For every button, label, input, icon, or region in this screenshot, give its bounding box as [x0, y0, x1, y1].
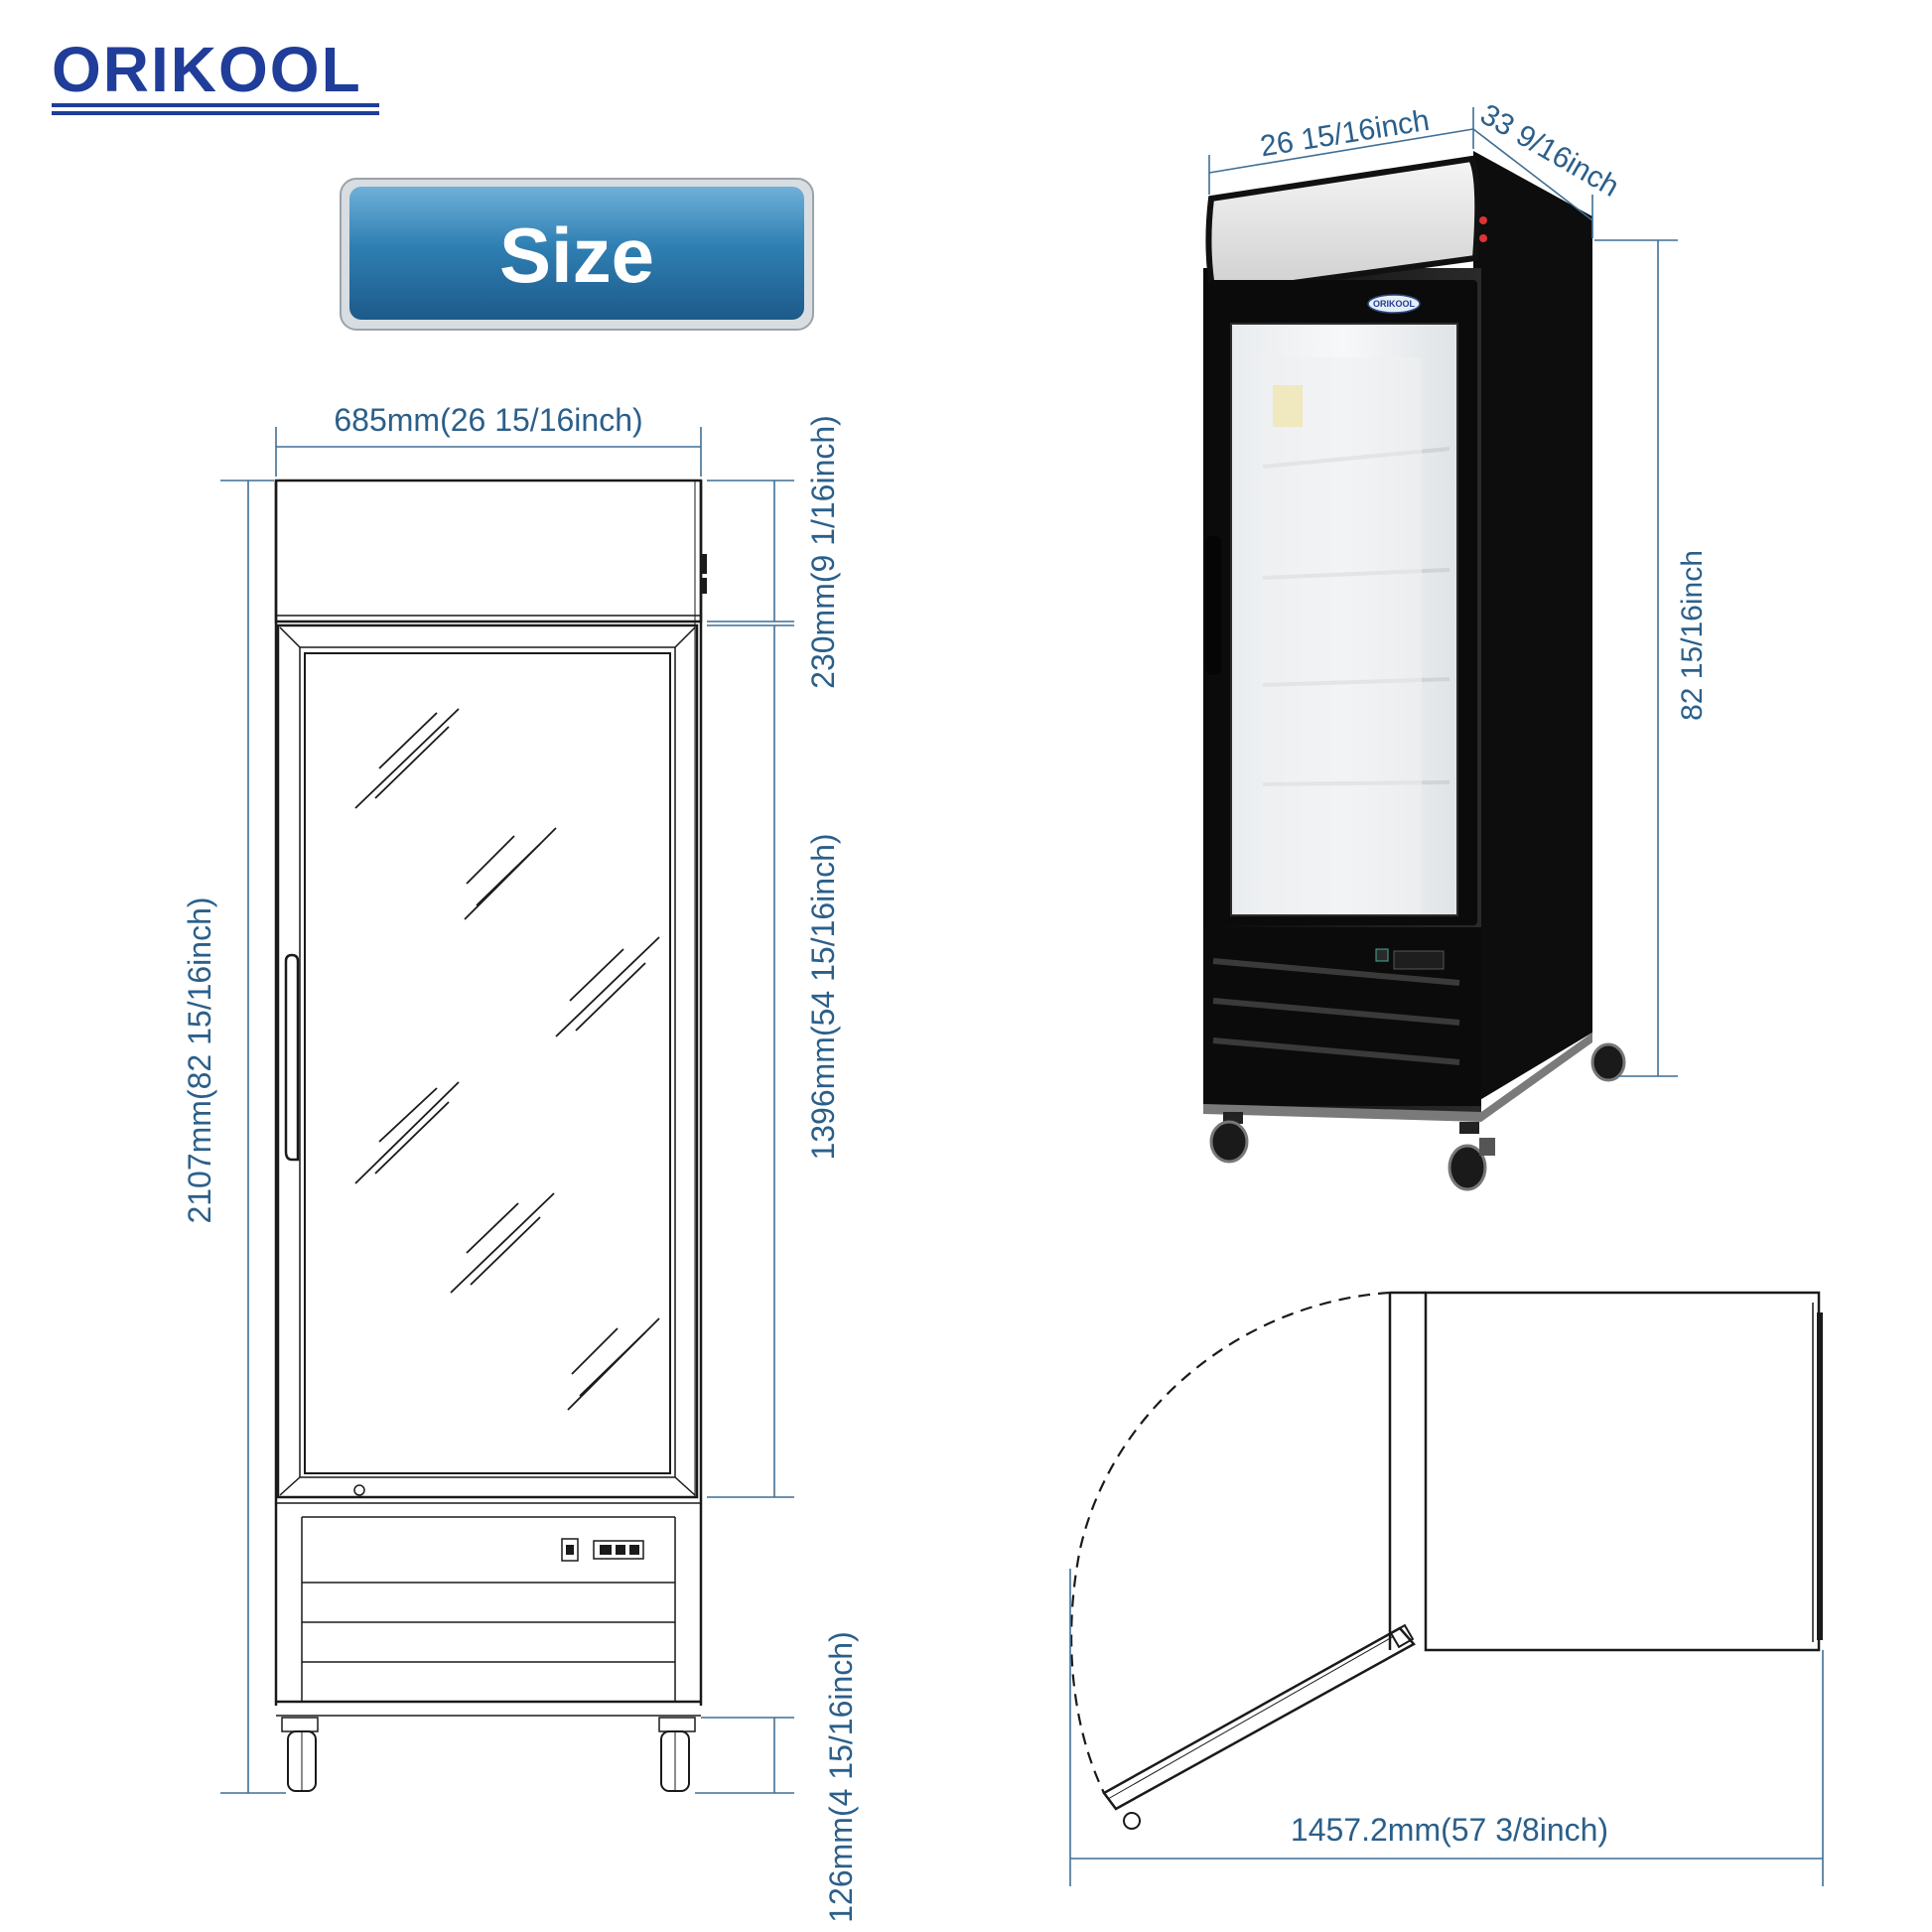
top-view-open-door: [1102, 1626, 1416, 1811]
door-swing-arc: [1070, 1291, 1391, 1794]
top-view-cabinet: [1424, 1291, 1821, 1652]
sign-box: [274, 479, 703, 623]
front-view-drawing: [274, 479, 707, 1792]
top-view-back-strip: [1817, 1312, 1823, 1640]
size-badge: Size: [340, 178, 814, 331]
top-view-handle-knob: [1123, 1812, 1141, 1830]
door-frame-bevel: [279, 626, 696, 1496]
door-logo-text: ORIKOOL: [1373, 299, 1416, 309]
caster-label: 126mm(4 15/16inch): [823, 1631, 859, 1922]
side-hinge-mid: [701, 578, 707, 594]
brand-logo-text: ORIKOOL: [52, 34, 362, 105]
interior-back-wall: [1263, 357, 1422, 913]
product-photo: ORIKOOL: [1203, 151, 1626, 1191]
photo-height-label: 82 15/16inch: [1676, 550, 1709, 721]
interior-label-sticker: [1273, 385, 1303, 427]
size-badge-fill: [349, 187, 804, 320]
top-view-hinge: [1389, 1623, 1415, 1649]
top-view-open-door-inner: [1107, 1635, 1395, 1800]
photo-caster-front-left: [1209, 1112, 1249, 1164]
photo-width-dimension-line: [1208, 128, 1474, 174]
top-section-label: 230mm(9 1/16inch): [805, 415, 841, 689]
door-label: 1396mm(54 15/16inch): [805, 833, 841, 1160]
glass-reflections: [354, 708, 660, 1411]
door-glass: [304, 652, 671, 1474]
height-label: 2107mm(82 15/16inch): [182, 897, 217, 1223]
temperature-display: [593, 1540, 644, 1560]
caster-right: [658, 1717, 696, 1792]
photo-depth-dimension-line: [1472, 128, 1593, 221]
brand-underline-bottom: [52, 111, 379, 115]
sign-indicator-1: [1479, 216, 1487, 224]
sign-indicator-2: [1479, 234, 1487, 242]
photo-caster-rear: [1590, 1042, 1626, 1082]
side-hinge-top: [701, 554, 707, 574]
door-logo-badge: ORIKOOL: [1367, 294, 1421, 314]
cabinet-side-panel: [1473, 151, 1592, 1104]
photo-switch: [1375, 948, 1389, 962]
door-handle-photo: [1205, 536, 1221, 675]
brand-logo: ORIKOOL: [52, 34, 379, 115]
door-handle: [284, 953, 300, 1162]
top-view-drawing: 1457.2mm(57 3/8inch): [1069, 1291, 1824, 1886]
photo-width-label: 26 15/16inch: [1258, 104, 1432, 163]
control-switch: [561, 1538, 579, 1562]
width-label: 685mm(26 15/16inch): [334, 402, 642, 438]
photo-control-panel: [1393, 950, 1445, 970]
door-frame-outer: [276, 623, 699, 1499]
swing-label: 1457.2mm(57 3/8inch): [1291, 1812, 1608, 1848]
size-badge-label: Size: [499, 211, 654, 299]
caster-left: [281, 1717, 319, 1792]
door-lock: [353, 1484, 365, 1496]
brand-underline-top: [52, 103, 379, 107]
top-light-sign: [1205, 155, 1481, 298]
photo-caster-front-right: [1448, 1122, 1495, 1191]
grille-louvers: [1212, 958, 1460, 1065]
front-dimensions: 685mm(26 15/16inch) 2107mm(82 15/16inch)…: [182, 402, 859, 1923]
